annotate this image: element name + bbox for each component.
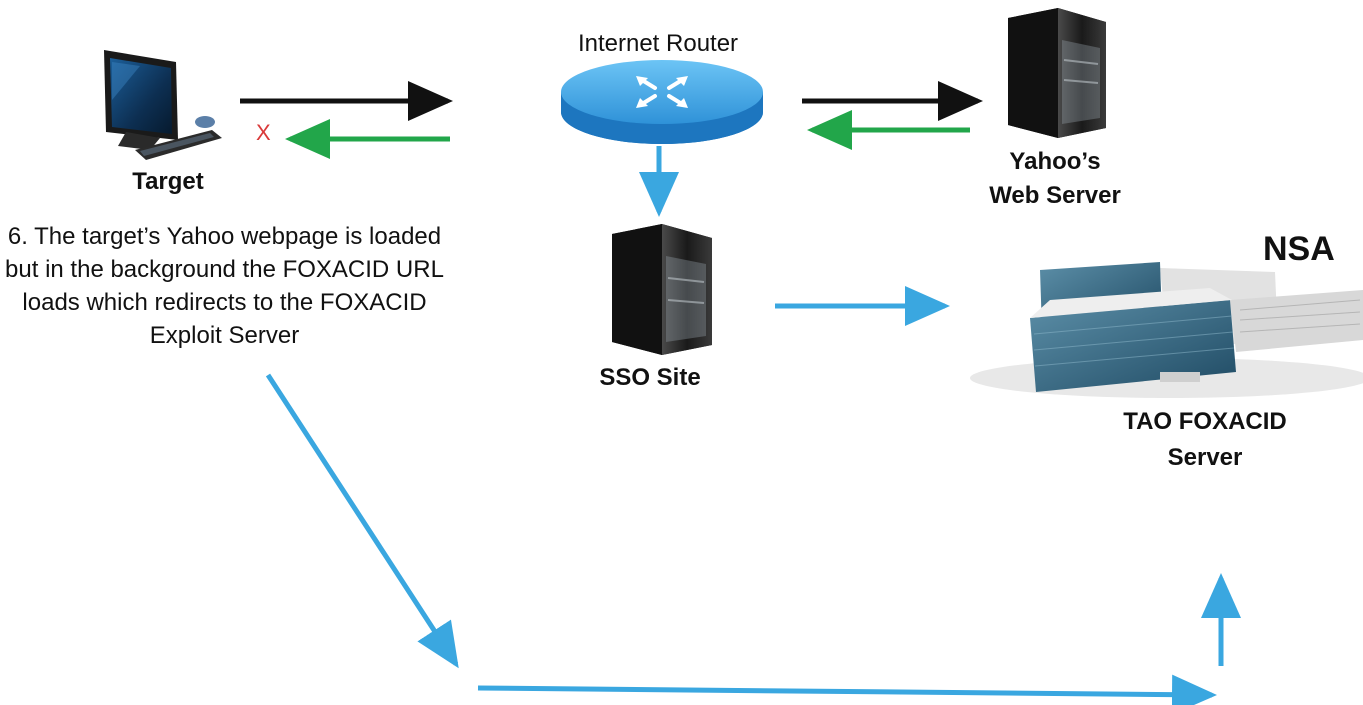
- target-label: Target: [132, 168, 204, 195]
- server-tower-icon: [612, 224, 712, 355]
- tao-server-label: TAO FOXACID Server: [1090, 404, 1320, 476]
- blocked-mark: X: [256, 120, 271, 145]
- yahoo-server-label: Yahoo’s Web Server: [955, 145, 1155, 213]
- step-description: 6. The target’s Yahoo webpage is loaded …: [5, 223, 444, 349]
- nsa-building-icon: [970, 262, 1363, 398]
- server-tower-icon: [1008, 8, 1106, 138]
- desktop-computer-icon: [104, 50, 222, 160]
- yahoo-server-label-line1: Yahoo’s: [1009, 148, 1101, 175]
- redirect-arrow-bottom: [477, 674, 1217, 705]
- sso-site-label: SSO Site: [599, 364, 701, 391]
- tao-server-label-line1: TAO FOXACID: [1123, 408, 1287, 435]
- router-icon: [561, 60, 763, 144]
- nsa-badge: NSA: [1263, 230, 1335, 268]
- tao-server-label-line2: Server: [1167, 444, 1243, 471]
- router-label: Internet Router: [577, 30, 739, 57]
- redirect-arrow-diagonal: [265, 373, 459, 669]
- yahoo-server-label-line2: Web Server: [989, 182, 1121, 209]
